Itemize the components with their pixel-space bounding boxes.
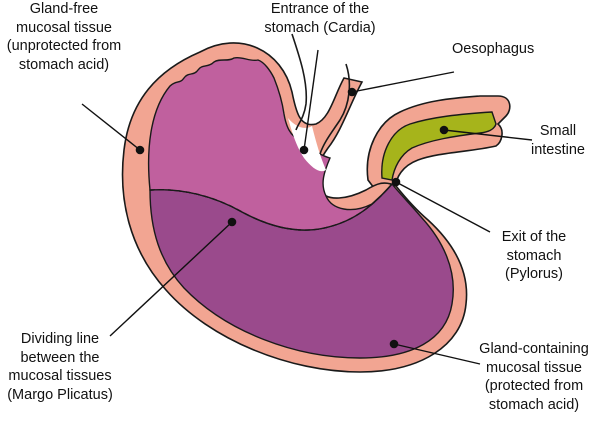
leader-gland-free-dot bbox=[135, 145, 145, 155]
leader-dividing-line bbox=[109, 221, 233, 337]
margo-plicatus-line bbox=[149, 183, 393, 231]
label-oesophagus: Oesophagus bbox=[452, 41, 535, 57]
small-intestine-lumen bbox=[381, 111, 497, 181]
leader-pylorus bbox=[395, 181, 491, 233]
label-small-intestine: Small intestine bbox=[530, 123, 585, 158]
oesophagus-right-wall bbox=[319, 63, 351, 155]
leader-small-intestine-dot bbox=[439, 125, 449, 135]
label-dividing-line: Dividing line between the mucosal tissue… bbox=[7, 331, 113, 403]
label-gland-free: Gland-free mucosal tissue (unprotected f… bbox=[6, 1, 122, 73]
leader-oesophagus bbox=[351, 71, 455, 93]
leader-cardia-dot bbox=[299, 145, 309, 155]
label-gland-containing: Gland-containing mucosal tissue (protect… bbox=[479, 341, 589, 413]
leader-cardia bbox=[303, 49, 319, 151]
oesophagus-left-wall bbox=[291, 33, 308, 131]
leader-pylorus-dot bbox=[391, 177, 401, 187]
leader-lines bbox=[81, 49, 533, 365]
cardia-notch bbox=[288, 118, 326, 172]
leader-gland-containing-dot bbox=[389, 339, 399, 349]
leader-gland-free bbox=[81, 103, 141, 151]
label-cardia: Entrance of the stomach (Cardia) bbox=[264, 1, 376, 36]
leader-gland-containing bbox=[393, 343, 481, 365]
leader-dividing-line-dot bbox=[227, 217, 237, 227]
leader-oesophagus-dot bbox=[347, 87, 357, 97]
leader-small-intestine bbox=[443, 129, 533, 141]
label-pylorus: Exit of the stomach (Pylorus) bbox=[501, 229, 567, 282]
